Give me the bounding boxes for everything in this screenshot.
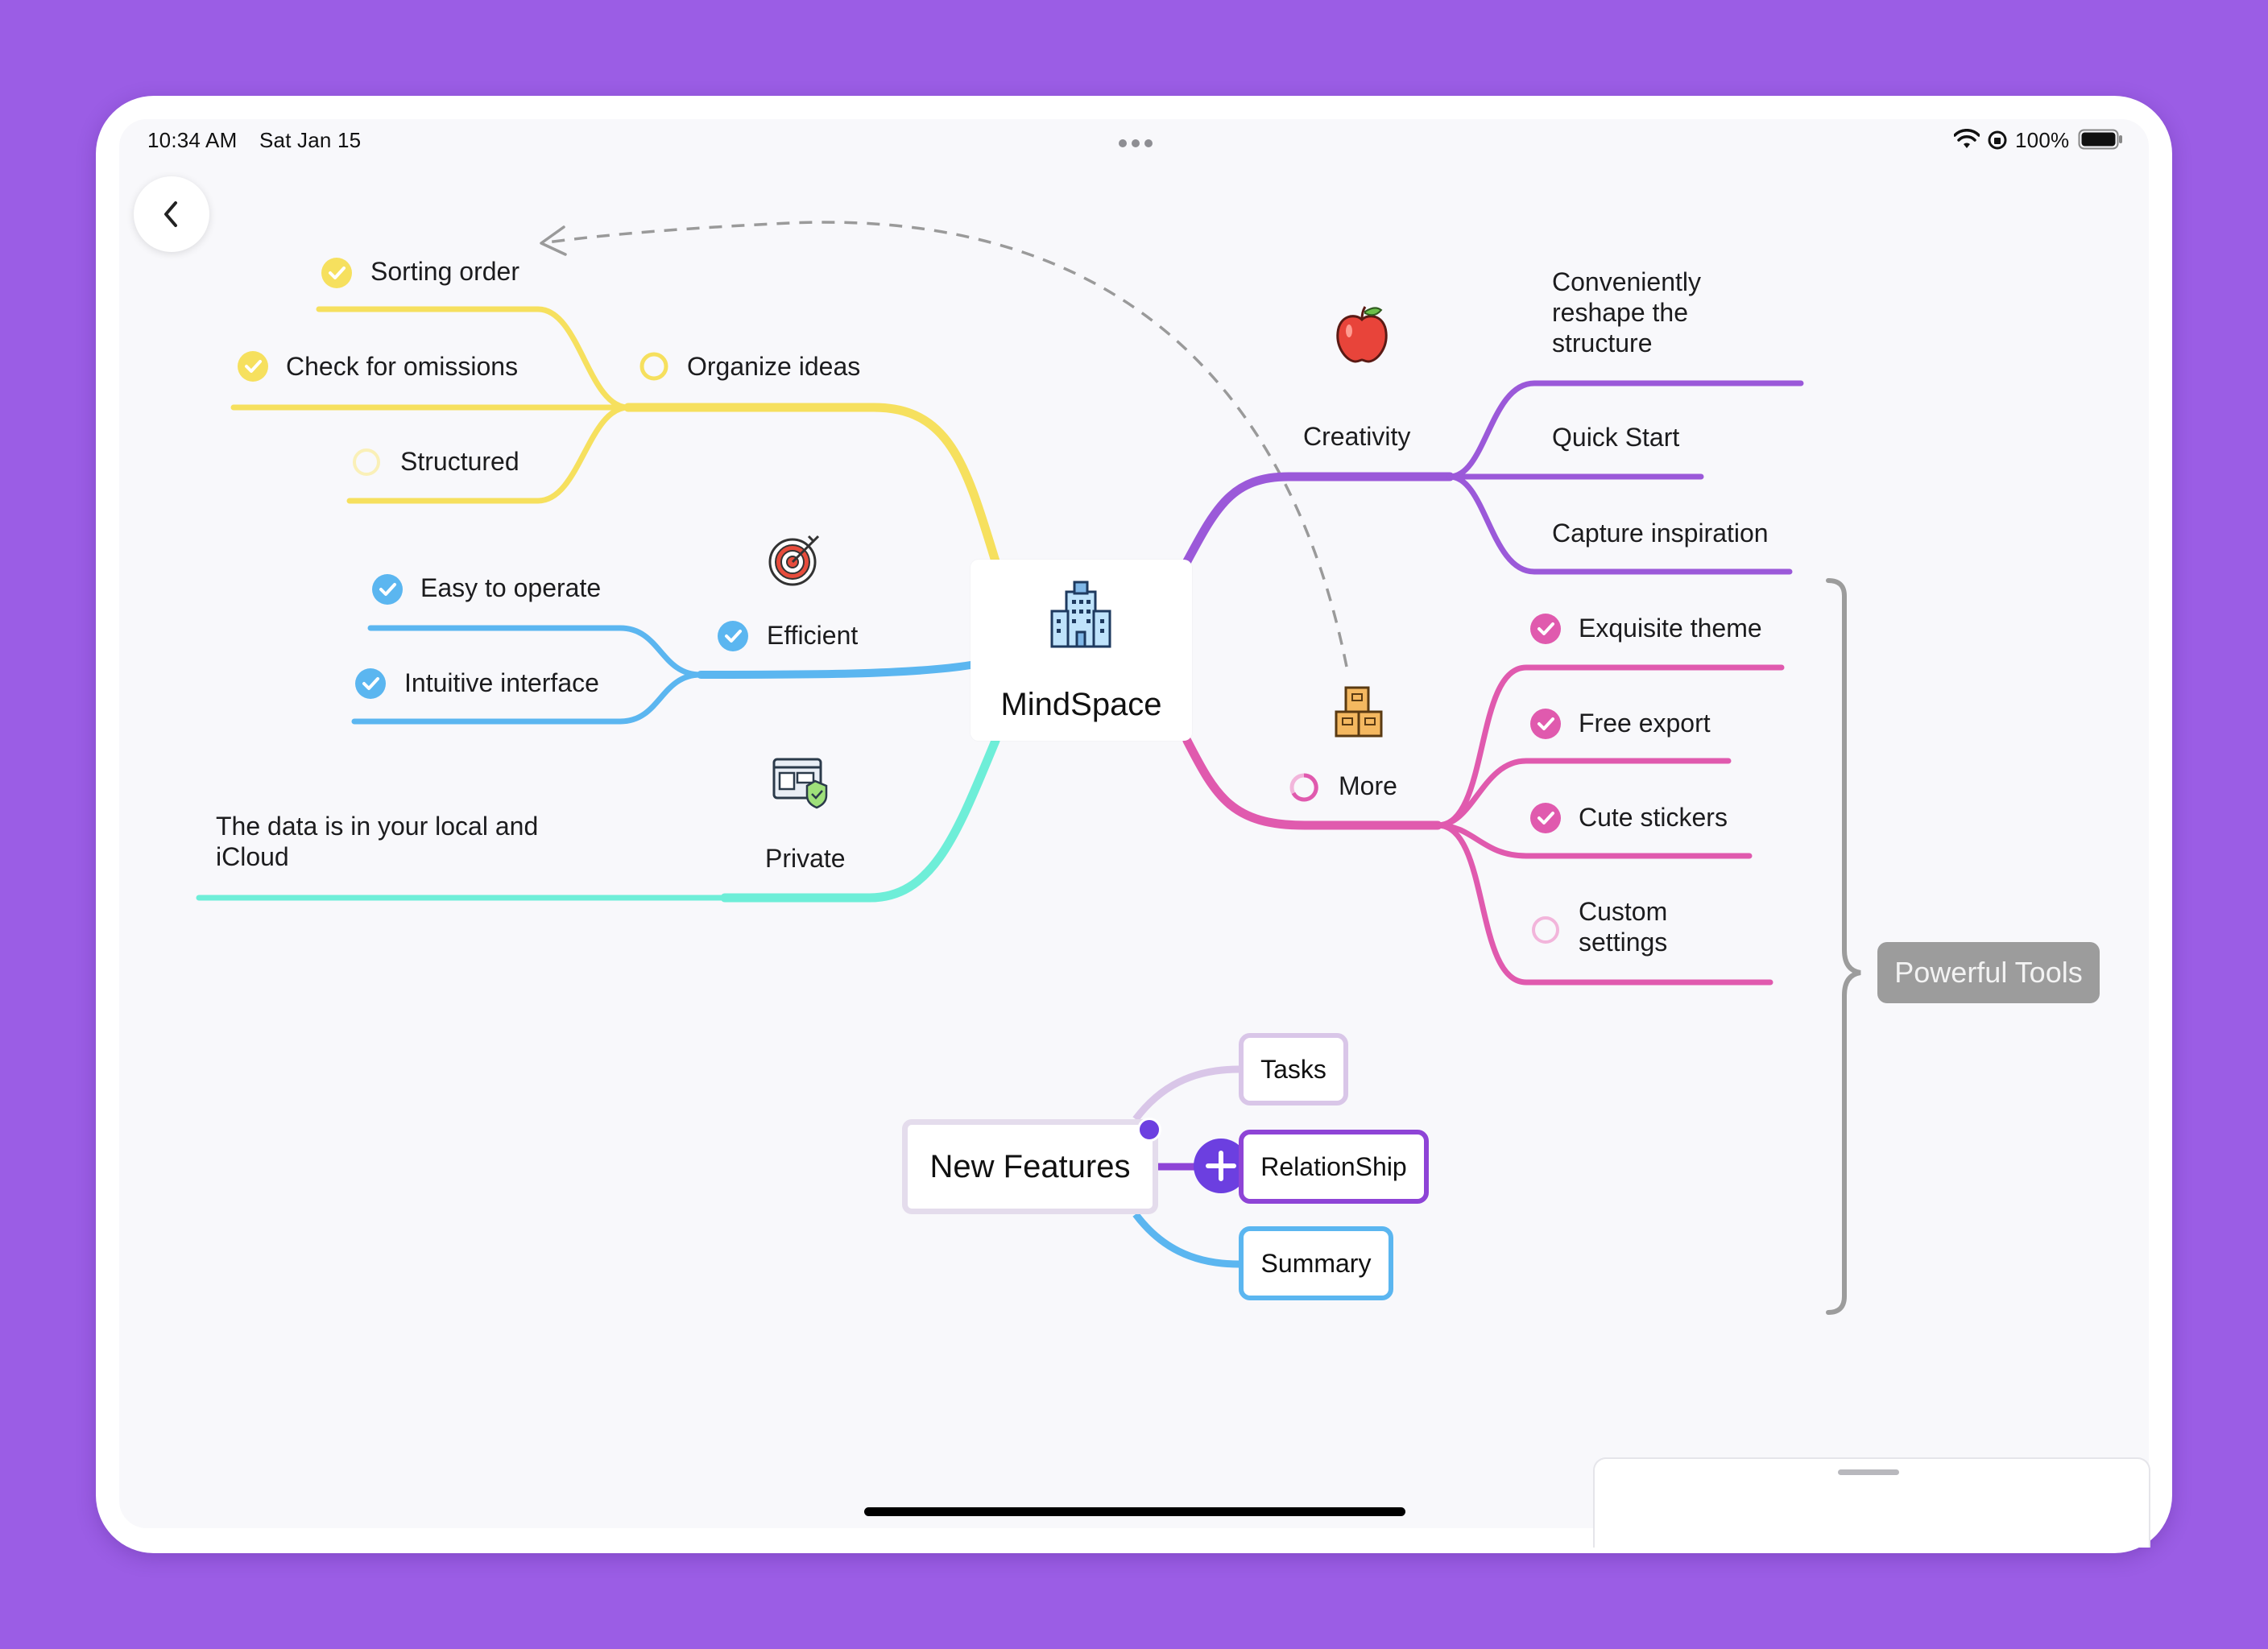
boxes-icon xyxy=(1333,683,1386,743)
root-title: MindSpace xyxy=(1000,687,1162,722)
node-exquisite-theme[interactable]: Exquisite theme xyxy=(1579,614,1762,643)
node-check-for-omissions[interactable]: Check for omissions xyxy=(286,352,519,381)
selection-handle[interactable] xyxy=(1137,1118,1161,1142)
node-organize-ideas[interactable]: Organize ideas xyxy=(687,352,861,381)
back-button[interactable] xyxy=(134,176,209,252)
summary-powerful-tools[interactable]: Powerful Tools xyxy=(1877,942,2100,1003)
node-sorting-order[interactable]: Sorting order xyxy=(370,257,519,286)
node-custom-settings[interactable]: Custom settings xyxy=(1579,897,1668,957)
node-structured[interactable]: Structured xyxy=(400,447,519,476)
node-capture-inspiration[interactable]: Capture inspiration xyxy=(1552,519,1769,548)
root-node[interactable]: MindSpace xyxy=(971,560,1192,741)
todo-circle-icon[interactable] xyxy=(1530,915,1561,945)
multitasking-dots-icon[interactable] xyxy=(1116,137,1155,151)
check-done-icon[interactable] xyxy=(238,351,268,382)
node-easy-to-operate[interactable]: Easy to operate xyxy=(420,573,602,602)
branch-private-lines xyxy=(196,736,1000,903)
node-cute-stickers[interactable]: Cute stickers xyxy=(1579,803,1728,832)
check-done-icon[interactable] xyxy=(1530,614,1561,644)
home-indicator[interactable] xyxy=(864,1507,1405,1516)
relationship-arrow xyxy=(540,221,1348,667)
check-done-icon[interactable] xyxy=(1530,709,1561,739)
node-creativity[interactable]: Creativity xyxy=(1303,422,1411,451)
node-private[interactable]: Private xyxy=(765,844,846,873)
orientation-lock-icon xyxy=(1986,129,2009,155)
mindmap-canvas[interactable] xyxy=(119,119,2149,1528)
status-time: 10:34 AM xyxy=(147,128,238,152)
bottom-sheet[interactable] xyxy=(1593,1457,2150,1548)
node-quick-start[interactable]: Quick Start xyxy=(1552,423,1680,452)
check-done-icon[interactable] xyxy=(1530,803,1561,833)
todo-circle-icon[interactable] xyxy=(639,351,669,382)
apple-icon xyxy=(1333,304,1391,369)
node-efficient[interactable]: Efficient xyxy=(767,621,859,650)
check-done-icon[interactable] xyxy=(321,258,352,288)
node-intuitive-interface[interactable]: Intuitive interface xyxy=(404,668,599,697)
wifi-icon xyxy=(1953,129,1980,154)
secure-browser-icon xyxy=(772,757,830,814)
todo-circle-icon[interactable] xyxy=(351,447,382,477)
node-tasks[interactable]: Tasks xyxy=(1239,1033,1348,1106)
branch-organize-lines xyxy=(230,306,1000,566)
summary-bracket xyxy=(1826,578,1861,1315)
node-more[interactable]: More xyxy=(1339,771,1397,800)
battery-icon xyxy=(2078,129,2123,154)
plus-icon xyxy=(1206,1151,1236,1181)
status-date: Sat Jan 15 xyxy=(259,128,362,152)
check-done-icon[interactable] xyxy=(372,574,403,605)
sheet-grabber-handle[interactable] xyxy=(1838,1469,1899,1475)
node-relationship[interactable]: RelationShip xyxy=(1239,1130,1429,1204)
battery-percent: 100% xyxy=(2015,128,2070,152)
check-done-icon[interactable] xyxy=(355,668,386,699)
node-conveniently-reshape[interactable]: Conveniently reshape the structure xyxy=(1552,267,1701,357)
node-new-features[interactable]: New Features xyxy=(902,1119,1158,1214)
target-icon xyxy=(767,531,822,592)
branch-more-lines xyxy=(1182,664,1785,986)
branch-creativity-lines xyxy=(1182,380,1804,575)
progress-circle-icon[interactable] xyxy=(1289,772,1319,803)
node-data-local-icloud[interactable]: The data is in your local and iCloud xyxy=(216,812,539,871)
branch-efficient-lines xyxy=(351,625,975,725)
node-summary[interactable]: Summary xyxy=(1239,1226,1393,1300)
office-building-icon xyxy=(1050,581,1111,648)
check-done-icon[interactable] xyxy=(718,621,748,651)
chevron-left-icon xyxy=(164,201,177,227)
node-free-export[interactable]: Free export xyxy=(1579,709,1711,738)
